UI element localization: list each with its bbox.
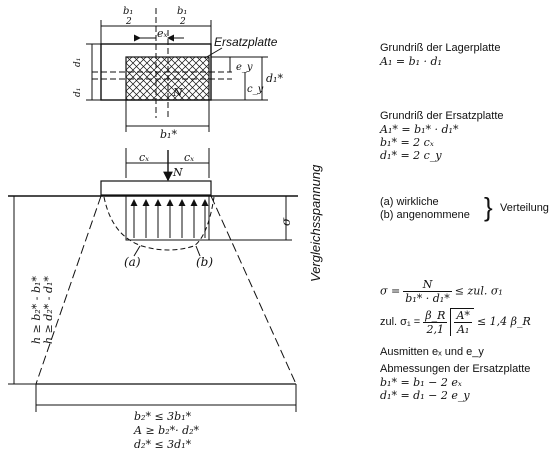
sigma-formula: σ = N b₁* · d₁* ≤ zul. σ₁	[380, 278, 503, 305]
zul-den: 2,1	[426, 322, 445, 336]
cx-left-label: cₓ	[139, 151, 149, 164]
sigma-den: b₁* · d₁*	[405, 292, 450, 305]
formula-a1: A₁ = b₁ · d₁	[380, 55, 442, 68]
h-condition-2: h ≥ d₂* - d₁*	[42, 276, 55, 344]
lagerplatte-block: Grundriß der Lagerplatte A₁ = b₁ · d₁	[380, 42, 500, 68]
ersatzplatte-label: Ersatzplatte	[214, 35, 278, 49]
n-load-label: N	[172, 166, 183, 179]
verteilung-block: (a) wirkliche (b) angenommene } Verteilu…	[380, 194, 549, 222]
zul-sqrt-num: A*	[454, 309, 472, 323]
grundriss-ersatz: Grundriß der Ersatzplatte	[380, 110, 504, 122]
zul-num: β_R	[423, 308, 448, 323]
formula-d1-star: d₁* = 2 c_y	[380, 149, 442, 162]
b1-star-label: b₁*	[160, 128, 177, 141]
plan-view	[86, 8, 268, 132]
d1-half-bottom: d₁	[73, 88, 83, 97]
ersatzplatte-block: Grundriß der Ersatzplatte A₁* = b₁* · d₁…	[380, 110, 504, 162]
b1-half-right-den: 2	[179, 17, 186, 27]
cx-right-label: cₓ	[184, 151, 194, 164]
formula-b1-star: b₁* = 2 cₓ	[380, 136, 434, 149]
sigma-fraction: N b₁* · d₁*	[403, 278, 452, 305]
assumed-pressure-block	[125, 195, 210, 241]
sigma-label: σ	[279, 217, 293, 226]
verteilung-a: (a) wirkliche	[380, 196, 439, 208]
ey-label: e_y	[236, 62, 253, 73]
d1-star-label: d₁*	[266, 72, 283, 85]
spread-line-right	[210, 195, 297, 385]
formula-d1-ey: d₁* = d₁ − 2 e_y	[380, 389, 470, 402]
d1-half-top: d₁	[73, 58, 83, 67]
ausmitten-block: Ausmitten eₓ und e_y Abmessungen der Ers…	[380, 346, 530, 402]
zul-rhs: ≤ 1,4 β_R	[476, 314, 531, 328]
bottom-condition-3: d₂* ≤ 3d₁*	[134, 438, 192, 451]
bearing-plate-diagram: b₁ 2 b₁ 2 eₓ Ersatzplatte N d₁ d₁ e_y c_…	[8, 6, 323, 451]
zul-lhs: zul. σ₁ =	[380, 315, 421, 328]
zul-sqrt-den: A₁	[456, 323, 470, 336]
ex-label: eₓ	[157, 27, 168, 40]
zul-sqrt: A* A₁	[450, 308, 474, 336]
abmessungen-text: Abmessungen der Ersatzplatte	[380, 363, 531, 375]
verteilung-label: Verteilung	[500, 202, 549, 214]
plate-elevation	[100, 180, 212, 196]
zul-fraction: β_R 2,1	[423, 308, 448, 336]
b1-half-right-num: b₁	[177, 6, 187, 17]
sigma-rhs: ≤ zul. σ₁	[454, 284, 503, 298]
formula-b1-ex: b₁* = b₁ − 2 eₓ	[380, 376, 462, 389]
bottom-condition-1: b₂* ≤ 3b₁*	[134, 410, 192, 423]
h-condition-1: h ≥ b₂* - b₁*	[30, 276, 43, 344]
sigma-lhs: σ =	[380, 284, 401, 298]
vergleichsspannung-label: Vergleichsspannung	[308, 164, 323, 282]
b1-half-left-num: b₁	[123, 6, 133, 17]
actual-pressure-curve	[103, 196, 215, 251]
label-b: (b)	[196, 255, 213, 269]
grundriss-lager: Grundriß der Lagerplatte	[380, 42, 501, 54]
label-a: (a)	[124, 255, 141, 269]
b1-half-left-den: 2	[125, 17, 132, 27]
sigma-num: N	[403, 278, 452, 292]
bottom-condition-2: A ≥ b₂*· d₂*	[133, 424, 200, 437]
ausmitten-text: Ausmitten eₓ und e_y	[380, 346, 484, 358]
verteilung-brace: }	[484, 192, 493, 222]
cy-label: c_y	[247, 84, 264, 95]
n-load-label-plan: N	[172, 86, 183, 99]
elevation-view	[8, 148, 298, 412]
zul-formula: zul. σ₁ = β_R 2,1 A* A₁ ≤ 1,4 β_R	[380, 308, 531, 336]
verteilung-b: (b) angenommene	[380, 209, 470, 221]
formula-a1-star: A₁* = b₁* · d₁*	[380, 123, 459, 136]
spread-line-left	[35, 195, 102, 385]
